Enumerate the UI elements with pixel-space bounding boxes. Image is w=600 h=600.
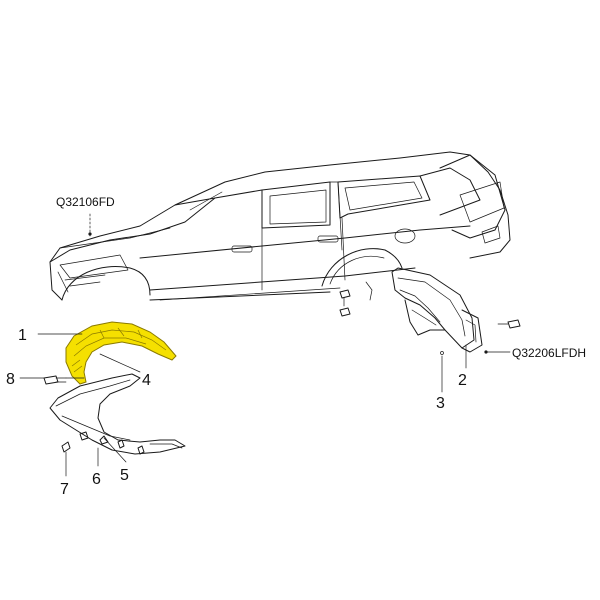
front-wheel-liner-highlighted bbox=[65, 321, 177, 385]
leader-lines bbox=[19, 213, 511, 477]
callout-6: 6 bbox=[92, 471, 101, 488]
callout-4: 4 bbox=[142, 372, 151, 389]
callout-7: 7 bbox=[60, 481, 69, 498]
callout-8: 8 bbox=[6, 371, 15, 388]
rear-wheel-liner bbox=[339, 267, 521, 355]
callout-2: 2 bbox=[458, 372, 467, 389]
part-code-front: Q32106FD bbox=[56, 195, 115, 209]
callout-3: 3 bbox=[436, 395, 445, 412]
front-fender bbox=[43, 373, 186, 455]
callout-1: 1 bbox=[18, 327, 27, 344]
car-body bbox=[49, 151, 511, 301]
part-code-rear: Q32206LFDH bbox=[512, 346, 586, 360]
callout-5: 5 bbox=[120, 467, 129, 484]
